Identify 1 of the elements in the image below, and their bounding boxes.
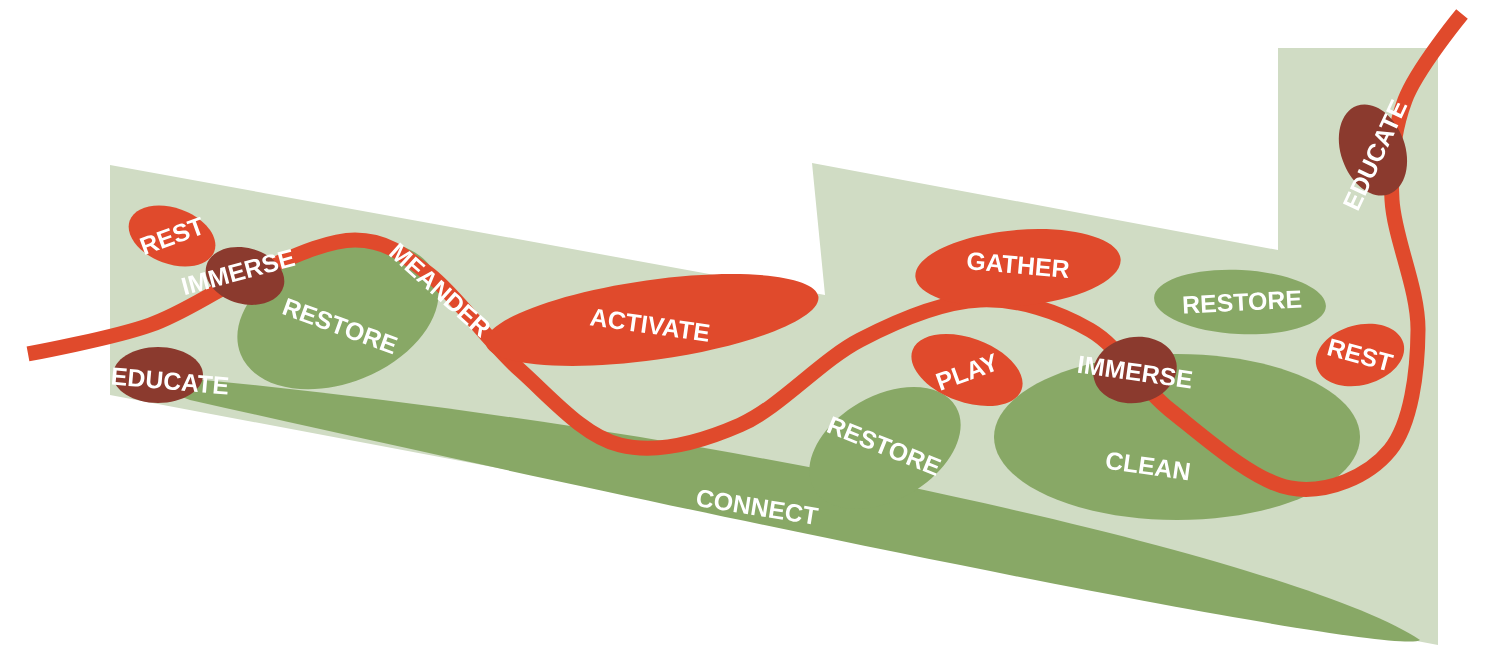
- node-label: GATHER: [967, 252, 1069, 278]
